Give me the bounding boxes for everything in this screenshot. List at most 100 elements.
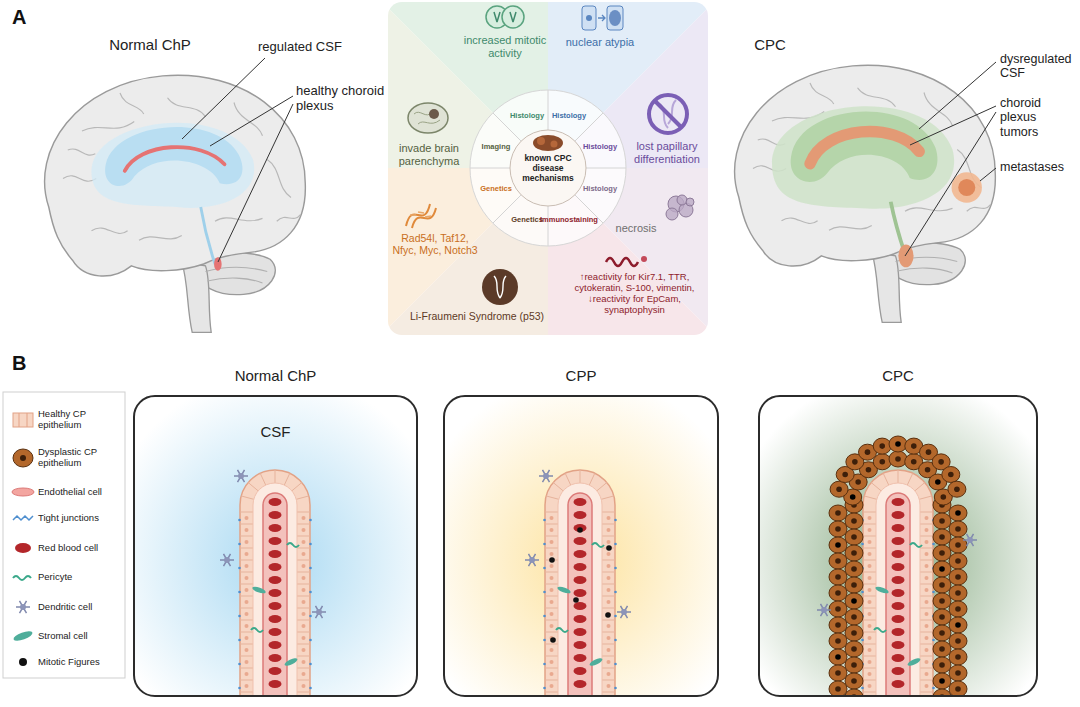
red-blood-cell [574,654,587,662]
dysplastic-cell [829,633,847,649]
cell-border [297,656,310,657]
red-blood-cell [892,576,905,584]
dysplastic-cell [829,505,847,521]
cell-nucleus [835,510,841,516]
cell-border [545,572,558,573]
cell-border [602,596,615,597]
cell-nucleus [851,678,857,684]
cell-nucleus [245,684,249,688]
cell-icon [607,6,623,30]
gyrus-line [829,226,872,231]
legend-entry: Endothelial cell [38,483,122,501]
cell-border [580,470,581,483]
brainstem [182,262,211,332]
cell-nucleus [851,582,857,588]
dysplastic-cell [829,553,847,569]
red-blood-cell [269,524,282,532]
dysplastic-cell [845,657,863,673]
cell-border [602,536,615,537]
dysplastic-cell [845,609,863,625]
dysplastic-cell [829,649,847,665]
cell-border [240,536,253,537]
cell-border [597,483,607,491]
cell-nucleus [245,636,249,640]
wheel-spoke [548,206,549,246]
legend-icon [13,449,33,467]
cell-nucleus [925,684,929,688]
brain-illustration [735,65,996,322]
cell-nucleus [302,648,306,652]
cell-nucleus [868,540,872,544]
leader-line [980,168,996,181]
red-blood-cell [892,602,905,610]
red-blood-cell [269,615,282,623]
cell-border [240,560,253,561]
cell-nucleus [836,486,842,492]
cell-nucleus [550,672,554,676]
cell-nucleus [607,624,611,628]
tight-junction [543,663,546,666]
cell-nucleus [851,566,857,572]
cell-border [920,536,933,537]
cell-nucleus [939,646,945,652]
gyrus-line [782,218,818,223]
callout-label: healthy choroid plexus [296,84,386,114]
tumor-icon [533,135,563,151]
cell-icon [582,6,596,30]
choroid-epithelium [863,470,933,695]
tight-junction [238,639,241,642]
prohibition-icon [649,95,687,133]
cell-nucleus [852,459,858,465]
cell-border [297,524,310,525]
fluid-label: CSF [135,423,416,440]
legend-entry: Red blood cell [38,539,122,557]
ventricle [791,111,938,182]
cell-border [240,524,253,525]
red-blood-cell [574,524,587,532]
cell-border [240,608,253,609]
cell-border [545,668,558,669]
tissue-panel: CPC [758,395,1038,697]
brainstem [872,252,901,322]
red-blood-cell [892,641,905,649]
cerebellum-folia [897,268,952,273]
dysplastic-cell [845,529,863,545]
cell-nucleus [855,479,861,485]
red-blood-cell [574,511,587,519]
dysplastic-cell [845,545,863,561]
tight-junction [614,687,617,690]
legend-icon [12,629,33,642]
red-blood-cell [574,550,587,558]
cell-nucleus [868,528,872,532]
cell-nucleus [245,648,249,652]
cell-nucleus [302,636,306,640]
dysplastic-cell [949,569,967,585]
cell-nucleus [868,672,872,676]
tight-junction [614,519,617,522]
cell-border [863,656,876,657]
legend-entry: Dysplastic CP epithelium [38,447,122,469]
cell-border [920,560,933,561]
cell-nucleus [868,636,872,640]
mitosis-icon [502,6,524,28]
leader-line [218,104,293,262]
cell-nucleus [245,660,249,664]
cell-border [297,608,310,609]
mitotic-figure [935,479,941,485]
cell-border [240,656,253,657]
red-blood-cell [269,550,282,558]
red-blood-cell [892,680,905,688]
cell-nucleus [939,550,945,556]
tight-junction [543,591,546,594]
category-label: Genetics [480,185,512,194]
cell-border [240,692,253,693]
red-blood-cell [892,628,905,636]
stromal-cell [589,657,604,667]
tight-junction [309,639,312,642]
red-blood-cell [892,563,905,571]
cell-border [920,572,933,573]
cell-nucleus [955,574,961,580]
tight-junction [861,639,864,642]
cell-border [920,548,933,549]
tight-junction [861,591,864,594]
